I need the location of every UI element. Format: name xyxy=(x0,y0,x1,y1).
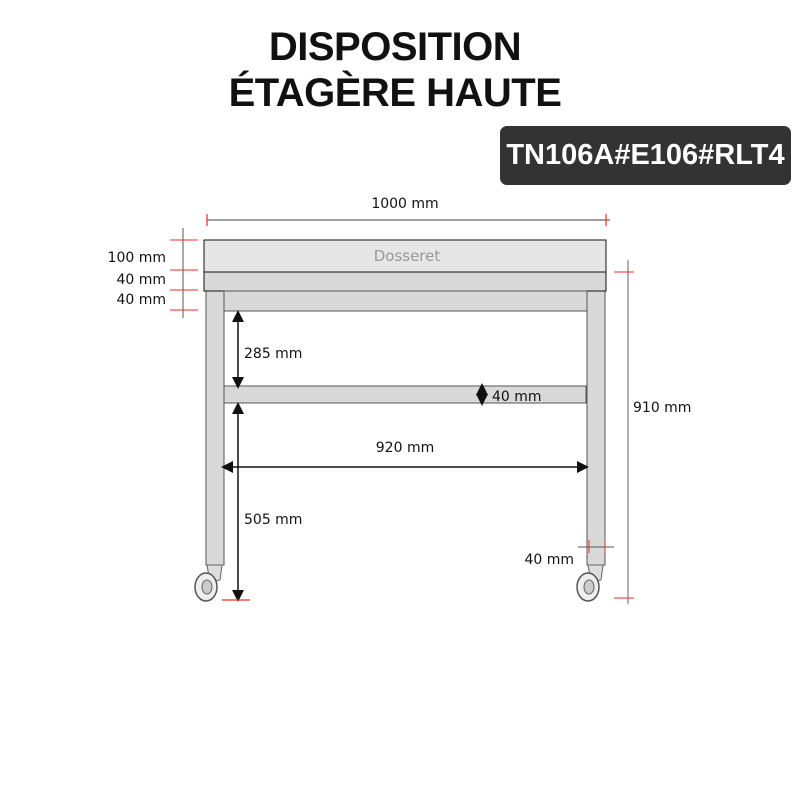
backsplash xyxy=(203,239,607,273)
worktop xyxy=(203,271,607,292)
total-height-label: 910 mm xyxy=(633,400,691,416)
inner-width-label: 920 mm xyxy=(376,440,434,456)
right-leg xyxy=(586,290,606,566)
apron xyxy=(223,290,588,312)
title-line-1: DISPOSITION xyxy=(268,25,522,69)
top-thickness-label: 40 mm xyxy=(116,272,166,288)
leg-width-label: 40 mm xyxy=(524,552,574,568)
title-line-2: ÉTAGÈRE HAUTE xyxy=(228,71,562,115)
total-height-dimension: 910 mm xyxy=(614,260,691,604)
backsplash-label: Dosseret xyxy=(374,247,441,265)
middle-shelf xyxy=(223,385,587,404)
upper-clearance-label: 285 mm xyxy=(244,346,302,362)
width-dimension: 1000 mm xyxy=(206,196,610,226)
right-caster xyxy=(576,564,604,602)
total-width-label: 1000 mm xyxy=(371,196,438,212)
backsplash-height-label: 100 mm xyxy=(108,250,166,266)
lower-clearance-label: 505 mm xyxy=(244,512,302,528)
reference-code-badge: TN106A#E106#RLT4 xyxy=(500,126,791,185)
left-caster xyxy=(194,564,223,602)
left-leg xyxy=(205,290,225,566)
left-height-dimensions: 100 mm 40 mm 40 mm xyxy=(108,228,198,318)
shelf-thickness-label: 40 mm xyxy=(492,389,542,405)
apron-height-label: 40 mm xyxy=(116,292,166,308)
leg-width-dimension: 40 mm xyxy=(524,540,614,568)
